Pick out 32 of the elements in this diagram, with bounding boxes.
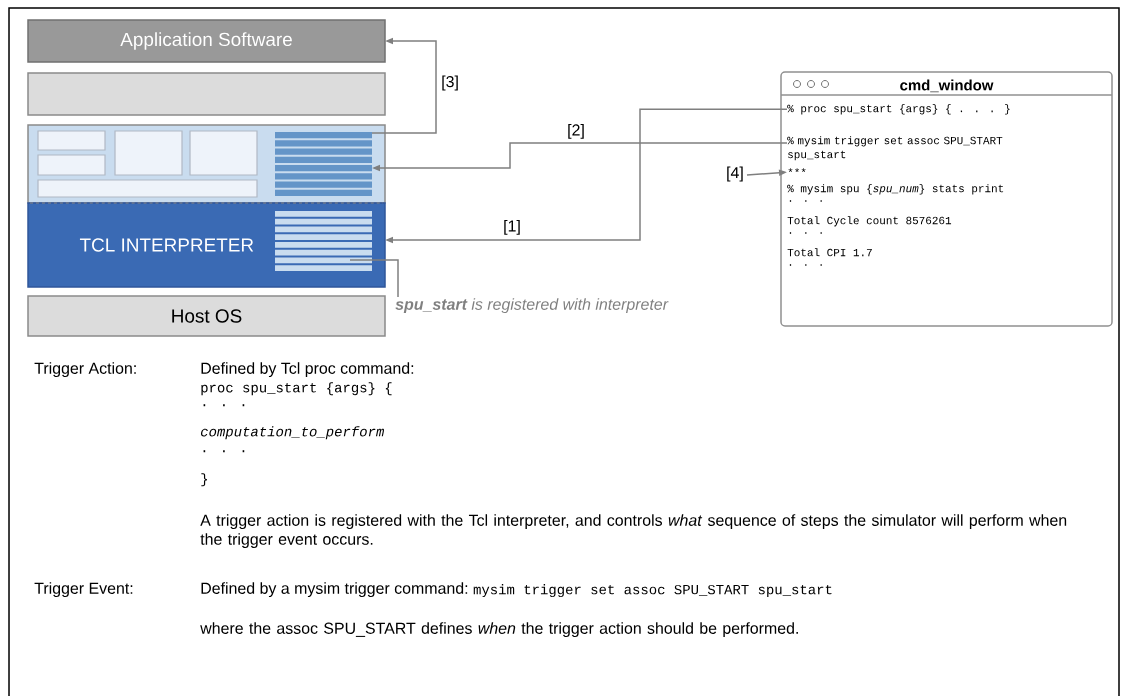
definition-text: Defined by a mysim trigger command: <box>201 582 468 598</box>
console-line: *** <box>788 168 806 173</box>
console-line: Total CPI 1.7 <box>787 248 872 257</box>
leader-line <box>349 259 399 298</box>
console-line: . . . <box>789 232 822 234</box>
console-line: Total Cycle count 8576261 <box>787 216 952 227</box>
term-label: Trigger Action: <box>34 362 136 378</box>
console-line: % mysim spu {spu_num} stats print <box>787 184 1004 195</box>
edge-label: [4] <box>725 165 745 183</box>
definition-text: Defined by Tcl proc command: <box>201 362 414 378</box>
console-line: . . . <box>789 200 822 202</box>
code-line: . . . <box>203 404 245 407</box>
description-text: A trigger action is registered with the Tcl interpreter, and controls what sequence of steps the simulator will perform when the trigger event occurs. <box>200 514 1067 548</box>
description-text: where the assoc SPU_START defines when the trigger action should be performed. <box>200 622 798 638</box>
console-line: % proc spu_start {args} { . . . } <box>787 104 1010 115</box>
code-line: proc spu_start {args} { <box>201 382 392 396</box>
code-line: . . . <box>203 450 245 453</box>
edge-label: [3] <box>440 74 460 92</box>
term-label: Trigger Event: <box>34 582 133 598</box>
annotation-text: spu_start is registered with interpreter <box>395 298 669 314</box>
console-line: % mysim trigger set assoc SPU_START spu_start <box>787 136 1003 161</box>
edge-label: [2] <box>566 122 586 140</box>
register-list <box>275 132 372 196</box>
code-line: } <box>201 473 207 487</box>
layer-box: Host OS <box>27 295 386 337</box>
console-line: . . . <box>789 264 822 266</box>
layer-box: Application Software <box>27 19 386 63</box>
code-line: mysim trigger set assoc SPU_START spu_start <box>473 584 832 598</box>
edge-label: [1] <box>502 218 522 236</box>
register-list <box>275 211 372 271</box>
code-line: computation_to_perform <box>200 426 384 440</box>
layer-box <box>27 72 386 116</box>
